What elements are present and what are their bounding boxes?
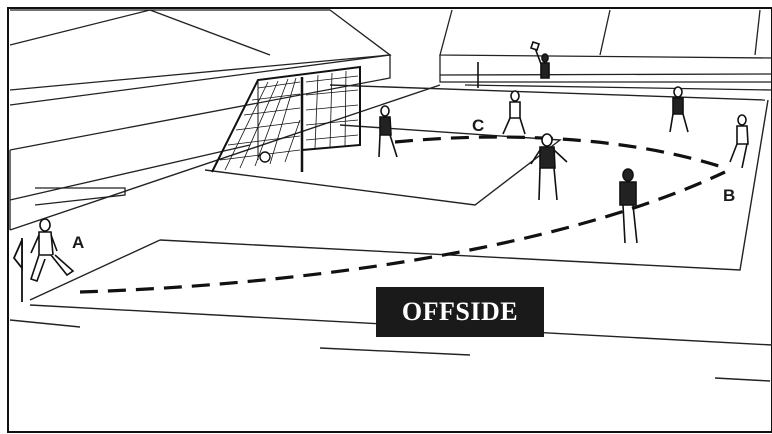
player-a [31,219,73,281]
player-far-right [670,87,688,132]
player-defender-dark [620,169,637,243]
offside-caption: OFFSIDE [376,287,544,337]
player-c [503,91,525,134]
label-c: C [472,116,484,135]
player-attacker-mid [531,134,567,200]
stands-right [440,10,772,90]
linesman [531,42,549,78]
corner-flag-left [14,238,22,302]
label-b: B [723,186,735,205]
player-b [730,115,748,168]
stands-left [10,10,390,230]
pass-trajectory [80,137,725,292]
player-near-goal [379,106,397,157]
label-a: A [72,233,84,252]
offside-caption-text: OFFSIDE [402,297,518,327]
ball [260,152,270,162]
